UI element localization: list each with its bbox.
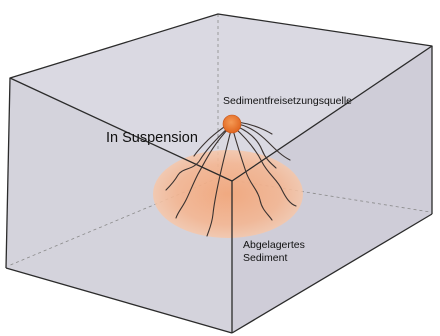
plume-line [206, 129, 232, 237]
plume-line [236, 123, 291, 161]
box-top-face [10, 14, 432, 181]
plume-line [232, 129, 273, 221]
suspension-plume [165, 121, 297, 237]
box-left-face [6, 78, 232, 333]
plume-line [234, 127, 297, 207]
box-visible-edges [5, 13, 433, 334]
deposited-label-line1: Abgelagertes [243, 239, 305, 251]
sediment-source-dot [222, 114, 242, 134]
box-right-face [232, 46, 432, 333]
plume-line [165, 125, 231, 191]
suspension-label: In Suspension [106, 130, 198, 146]
plume-line [193, 123, 229, 157]
deposit-area [153, 150, 303, 238]
deposited-label-line2: Sediment [243, 252, 287, 264]
source-label: Sedimentfreisetzungsquelle [223, 95, 352, 107]
plume-line [235, 125, 277, 169]
plume-line [175, 127, 230, 219]
